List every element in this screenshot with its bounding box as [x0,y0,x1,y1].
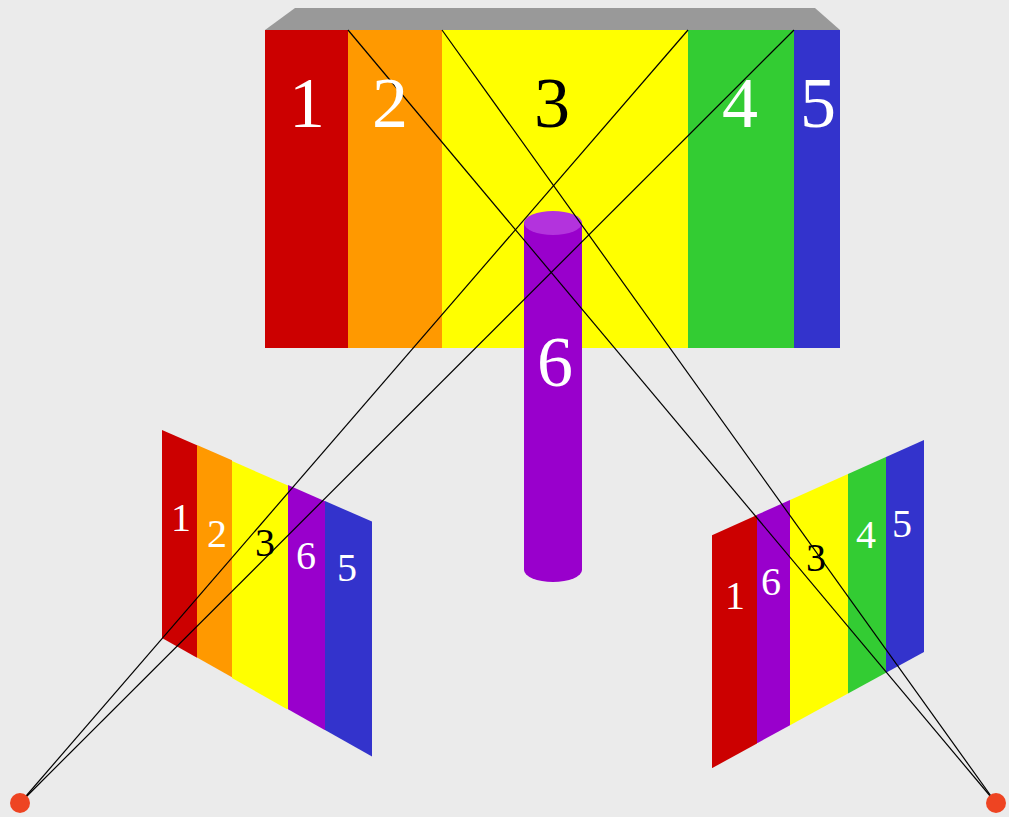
band-number: 6 [296,536,316,576]
screen-band-shape [288,485,325,730]
camera-dot [10,793,30,813]
sight-line [20,30,794,803]
band-number: 3 [806,538,826,578]
screen-band-shape [712,515,757,768]
camera-dot [986,793,1006,813]
sight-line [348,30,996,803]
screen-band-shape [162,430,197,658]
band-number: 1 [171,498,191,538]
band-number: 6 [537,326,573,398]
wall-band: 2 [348,30,442,348]
sight-line [442,30,996,803]
screen-band-shape [232,461,288,710]
band-number: 5 [892,504,912,544]
band-number: 2 [372,67,408,139]
screen-band-shape [848,457,886,694]
screen-band: 1 [162,430,197,658]
screen-band: 3 [232,461,288,710]
wall-top-edge [265,8,840,30]
band-number: 4 [856,515,876,555]
band-number: 2 [207,514,227,554]
band-number: 4 [722,67,758,139]
band-number: 6 [761,562,781,602]
wall-band: 1 [265,30,348,348]
screen-band: 4 [848,457,886,694]
screen-band: 6 [757,500,790,743]
screen-band-shape [886,440,924,673]
screen-band-shape [325,501,372,757]
cylinder: 6 [520,210,586,582]
screen-band: 3 [790,474,848,725]
sight-line [20,30,688,803]
screen-band: 6 [288,485,325,730]
band-number: 3 [255,523,275,563]
screen-band-shape [197,445,232,677]
screen-band: 5 [325,501,372,757]
band-number: 5 [337,548,357,588]
screen-band-shape [790,474,848,725]
wall-band: 5 [794,30,840,348]
screen-band: 1 [712,515,757,768]
wall-band: 4 [688,30,794,348]
screen-band-shape [757,500,790,743]
screen-band: 2 [197,445,232,677]
band-number: 5 [800,67,836,139]
band-number: 1 [725,576,745,616]
band-number: 3 [534,67,570,139]
band-number: 1 [289,67,325,139]
screen-band: 5 [886,440,924,673]
